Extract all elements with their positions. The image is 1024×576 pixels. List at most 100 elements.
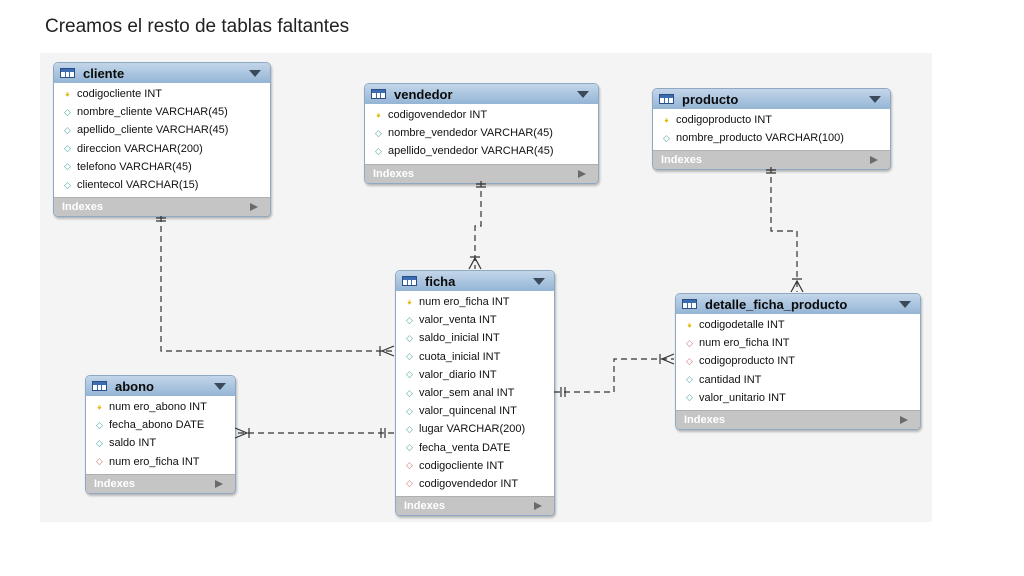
collapse-arrow-icon[interactable]	[533, 278, 545, 285]
foreign-key-diamond-icon: ◇	[686, 355, 693, 366]
foreign-key-diamond-icon: ◇	[406, 478, 413, 489]
table-abono[interactable]: abono ♠num ero_abono INT◇fecha_abono DAT…	[85, 375, 236, 494]
column-row[interactable]: ◇ saldo INT	[86, 434, 235, 452]
indexes-label: Indexes	[62, 201, 103, 214]
column-row[interactable]: ◇codigocliente INT	[396, 457, 554, 475]
column-row[interactable]: ◇ codigovendedor INT	[396, 475, 554, 493]
column-row[interactable]: ◇nombre_cliente VARCHAR(45)	[54, 103, 270, 121]
table-title: cliente	[83, 65, 125, 81]
column-row[interactable]: ◇valor_quincenal INT	[396, 402, 554, 420]
column-label: codigovendedor INT	[419, 477, 519, 490]
column-label: direccion VARCHAR(200)	[77, 142, 203, 155]
column-label: valor_venta INT	[419, 314, 497, 327]
table-title: abono	[115, 378, 154, 394]
column-row[interactable]: ♠num ero_ficha INT	[396, 293, 554, 311]
column-label: fecha_abono DATE	[109, 419, 205, 432]
column-row[interactable]: ♠codigocliente INT	[54, 85, 270, 103]
column-label: telefono VARCHAR(45)	[77, 160, 192, 173]
column-diamond-icon: ◇	[406, 423, 413, 434]
column-row[interactable]: ◇apellido_cliente VARCHAR(45)	[54, 121, 270, 139]
table-icon	[659, 94, 674, 104]
indexes-footer[interactable]: Indexes	[86, 473, 235, 493]
collapse-arrow-icon[interactable]	[899, 301, 911, 308]
column-row[interactable]: ◇num ero_ficha INT	[676, 334, 920, 352]
column-label: saldo_inicial INT	[419, 332, 500, 345]
column-list: ♠codigoproducto INT◇nombre_producto VARC…	[653, 109, 890, 150]
indexes-footer[interactable]: Indexes	[653, 150, 890, 170]
column-diamond-icon: ◇	[406, 332, 413, 343]
indexes-footer[interactable]: Indexes	[365, 163, 598, 183]
column-row[interactable]: ♠num ero_abono INT	[86, 398, 235, 416]
collapse-arrow-icon[interactable]	[869, 96, 881, 103]
expand-arrow-icon[interactable]	[578, 169, 586, 178]
column-row[interactable]: ◇clientecol VARCHAR(15)	[54, 176, 270, 194]
indexes-label: Indexes	[373, 167, 414, 180]
table-header[interactable]: vendedor	[365, 84, 598, 104]
column-diamond-icon: ◇	[375, 127, 382, 138]
column-label: cuota_inicial INT	[419, 350, 501, 363]
column-label: cantidad INT	[699, 373, 762, 386]
column-row[interactable]: ◇num ero_ficha INT	[86, 453, 235, 471]
table-header[interactable]: ficha	[396, 271, 554, 291]
column-row[interactable]: ◇ cuota_inicial INT	[396, 348, 554, 366]
column-row[interactable]: ◇fecha_venta DATE	[396, 439, 554, 457]
table-header[interactable]: abono	[86, 376, 235, 396]
column-label: valor_quincenal INT	[419, 405, 517, 418]
column-row[interactable]: ◇cantidad INT	[676, 371, 920, 389]
table-vendedor[interactable]: vendedor ♠codigovendedor INT ◇ nombre_vend…	[364, 83, 599, 184]
column-row[interactable]: ◇fecha_abono DATE	[86, 416, 235, 434]
column-row[interactable]: ◇ lugar VARCHAR(200)	[396, 420, 554, 438]
column-row[interactable]: ◇valor_diario INT	[396, 366, 554, 384]
table-header[interactable]: detalle_ficha_producto	[676, 294, 920, 314]
column-diamond-icon: ◇	[64, 106, 71, 117]
column-label: codigoproducto INT	[699, 355, 795, 368]
indexes-footer[interactable]: Indexes	[54, 197, 270, 217]
table-title: ficha	[425, 273, 456, 289]
column-label: codigovendedor INT	[388, 109, 488, 122]
table-cliente[interactable]: cliente ♠codigocliente INT◇nombre_client…	[53, 62, 271, 218]
column-label: nombre_vendedor VARCHAR(45)	[388, 127, 553, 140]
table-detalle-ficha-producto[interactable]: detalle_ficha_producto ♠codigodetalle IN…	[675, 293, 921, 430]
column-row[interactable]: ◇ codigoproducto INT	[676, 352, 920, 370]
table-icon	[92, 381, 107, 391]
column-list: ♠codigodetalle INT◇num ero_ficha INT ◇ cod…	[676, 314, 920, 410]
column-diamond-icon: ◇	[406, 387, 413, 398]
column-label: apellido_cliente VARCHAR(45)	[77, 124, 229, 137]
column-row[interactable]: ◇nombre_producto VARCHAR(100)	[653, 129, 890, 147]
column-diamond-icon: ◇	[64, 161, 71, 172]
column-label: num ero_ficha INT	[419, 296, 510, 309]
expand-arrow-icon[interactable]	[215, 479, 223, 488]
indexes-footer[interactable]: Indexes	[676, 409, 920, 429]
column-label: saldo INT	[109, 437, 157, 450]
column-diamond-icon: ◇	[406, 351, 413, 362]
column-diamond-icon: ◇	[96, 437, 103, 448]
column-row[interactable]: ◇direccion VARCHAR(200)	[54, 140, 270, 158]
expand-arrow-icon[interactable]	[900, 415, 908, 424]
indexes-footer[interactable]: Indexes	[396, 496, 554, 516]
expand-arrow-icon[interactable]	[870, 156, 878, 165]
column-row[interactable]: ◇valor_unitario INT	[676, 389, 920, 407]
expand-arrow-icon[interactable]	[250, 203, 258, 212]
column-label: valor_unitario INT	[699, 391, 786, 404]
table-header[interactable]: producto	[653, 89, 890, 109]
collapse-arrow-icon[interactable]	[214, 383, 226, 390]
table-producto[interactable]: producto ♠codigoproducto INT◇nombre_prod…	[652, 88, 891, 171]
column-row[interactable]: ◇ nombre_vendedor VARCHAR(45)	[365, 124, 598, 142]
column-row[interactable]: ♠codigodetalle INT	[676, 316, 920, 334]
table-header[interactable]: cliente	[54, 63, 270, 83]
column-row[interactable]: ♠codigoproducto INT	[653, 111, 890, 129]
collapse-arrow-icon[interactable]	[249, 70, 261, 77]
foreign-key-diamond-icon: ◇	[406, 460, 413, 471]
column-row[interactable]: ◇valor_venta INT	[396, 311, 554, 329]
table-ficha[interactable]: ficha ♠num ero_ficha INT◇valor_venta INT…	[395, 270, 555, 517]
column-row[interactable]: ♠codigovendedor INT	[365, 106, 598, 124]
column-row[interactable]: ◇valor_sem anal INT	[396, 384, 554, 402]
column-label: valor_diario INT	[419, 368, 497, 381]
indexes-label: Indexes	[404, 500, 445, 513]
column-row[interactable]: ◇ telefono VARCHAR(45)	[54, 158, 270, 176]
expand-arrow-icon[interactable]	[534, 502, 542, 511]
column-row[interactable]: ◇ saldo_inicial INT	[396, 329, 554, 347]
column-label: lugar VARCHAR(200)	[419, 423, 526, 436]
column-row[interactable]: ◇apellido_vendedor VARCHAR(45)	[365, 142, 598, 160]
collapse-arrow-icon[interactable]	[577, 91, 589, 98]
